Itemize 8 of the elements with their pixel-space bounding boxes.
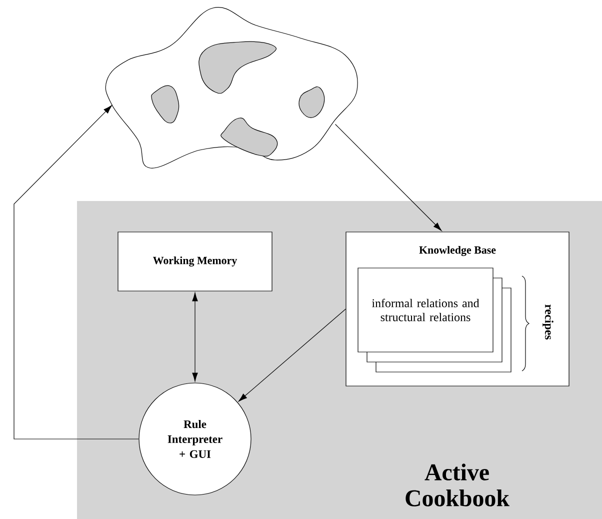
card: informal relations and structural relations bbox=[358, 268, 494, 352]
arrow bbox=[238, 308, 346, 402]
cloud-drawing bbox=[105, 7, 358, 168]
process-box: Working Memory bbox=[118, 232, 272, 292]
arrow bbox=[14, 105, 139, 440]
arrow bbox=[192, 292, 198, 382]
node-label: recipes bbox=[542, 304, 554, 340]
arrow bbox=[335, 124, 442, 231]
